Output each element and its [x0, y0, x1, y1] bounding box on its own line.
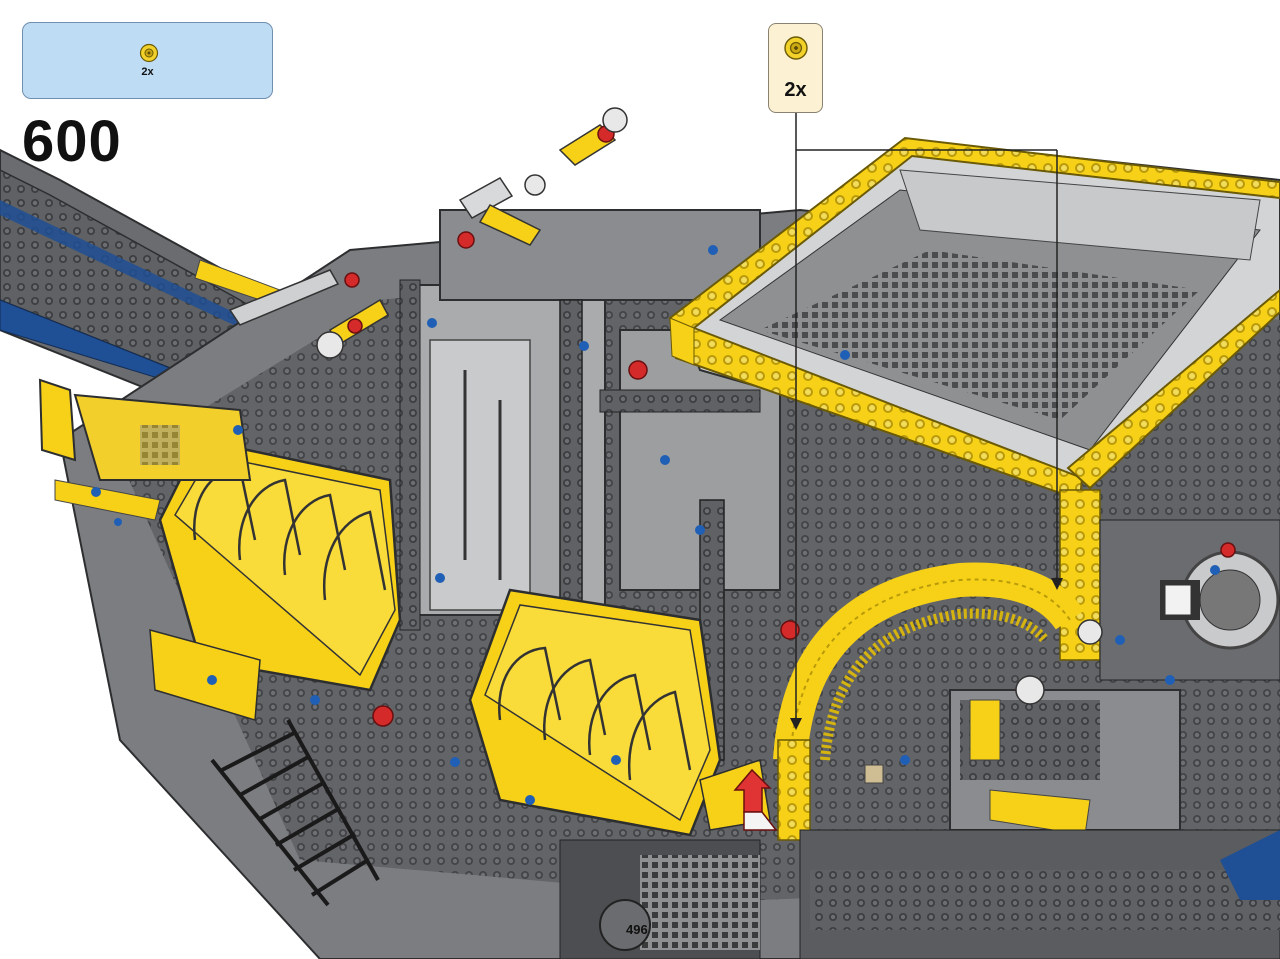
- step-number: 600: [22, 109, 122, 174]
- part-callout-box: 2x: [768, 23, 823, 113]
- page-number: 496: [626, 922, 648, 937]
- yellow-bush-icon: [139, 43, 159, 63]
- parts-list-quantity: 2x: [141, 66, 154, 78]
- yellow-bush-icon: [784, 36, 808, 60]
- callout-quantity: 2x: [784, 79, 807, 101]
- parts-list-box: 2x: [22, 22, 273, 99]
